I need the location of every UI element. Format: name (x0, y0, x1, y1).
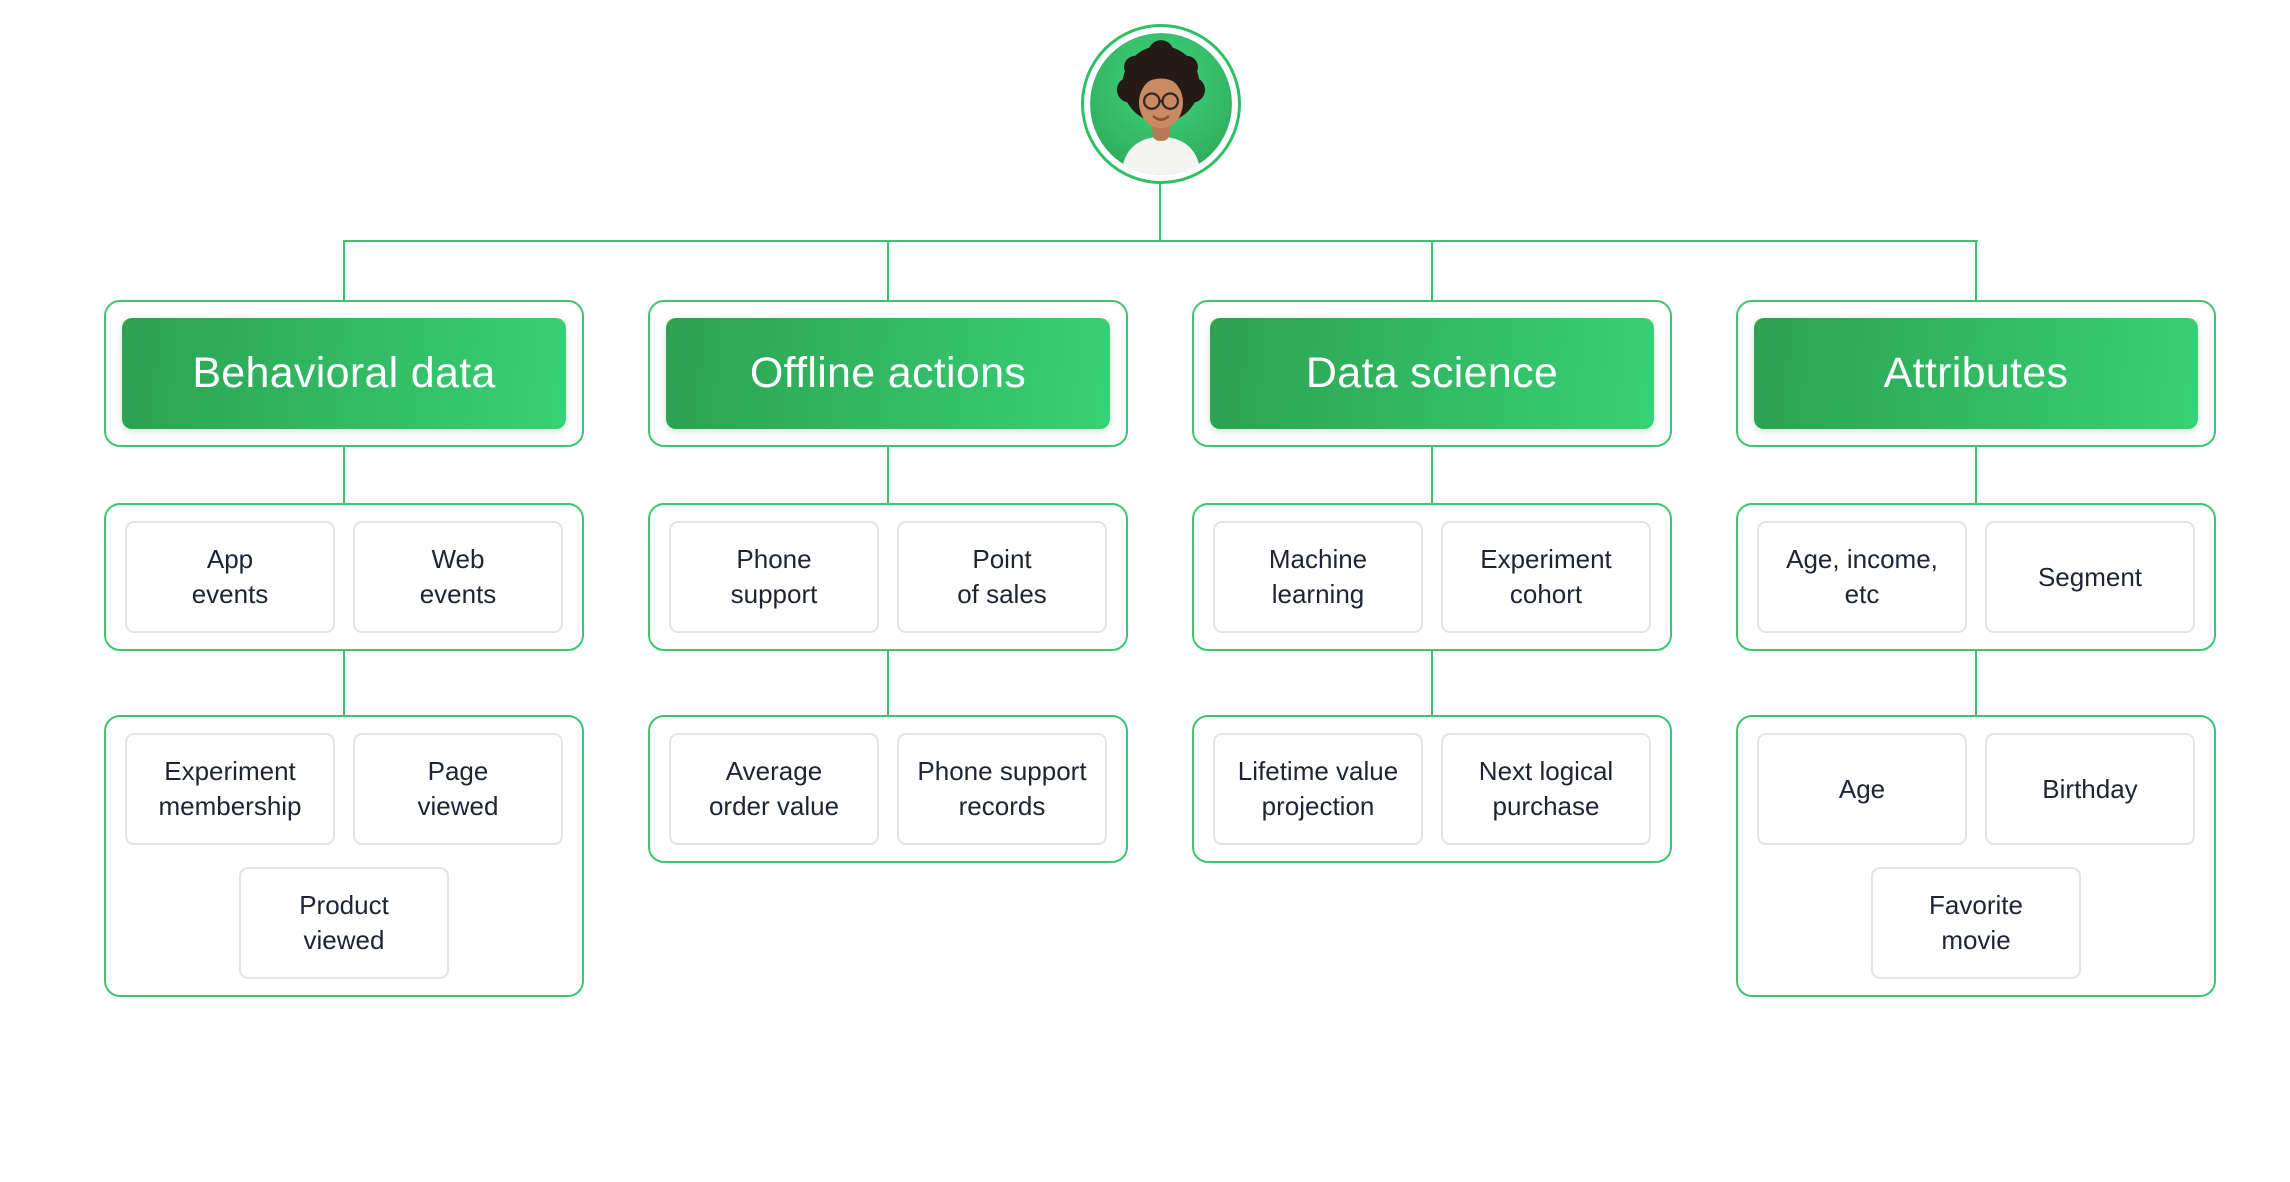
category-header: Offline actions (666, 318, 1110, 429)
node-group: Age, income, etc Segment (1736, 503, 2216, 651)
node-experiment-cohort: Experiment cohort (1441, 521, 1651, 633)
node-birthday: Birthday (1985, 733, 2195, 845)
category-title: Behavioral data (192, 349, 496, 397)
category-title: Offline actions (749, 349, 1027, 397)
connector-line (887, 240, 889, 300)
node-machine-learning: Machine learning (1213, 521, 1423, 633)
node-group: Average order value Phone support record… (648, 715, 1128, 863)
diagram-columns: Behavioral data App events Web events Ex… (104, 240, 2216, 997)
connector-line (887, 651, 889, 715)
category-header: Attributes (1754, 318, 2198, 429)
node-next-logical-purchase: Next logical purchase (1441, 733, 1651, 845)
node-phone-support-records: Phone support records (897, 733, 1107, 845)
node-group: App events Web events (104, 503, 584, 651)
node-phone-support: Phone support (669, 521, 879, 633)
connector-line (343, 447, 345, 503)
category-card-behavioral-data: Behavioral data (104, 300, 584, 447)
connector-line (1975, 651, 1977, 715)
connector-line (887, 447, 889, 503)
node-group: Lifetime value projection Next logical p… (1192, 715, 1672, 863)
node-favorite-movie: Favorite movie (1871, 867, 2081, 979)
category-title: Data science (1305, 349, 1559, 397)
category-card-offline-actions: Offline actions (648, 300, 1128, 447)
column-data-science: Data science Machine learning Experiment… (1192, 240, 1672, 997)
connector-line (1975, 240, 1977, 300)
node-lifetime-value-projection: Lifetime value projection (1213, 733, 1423, 845)
connector-line (1431, 240, 1433, 300)
category-header: Behavioral data (122, 318, 566, 429)
connector-line (1431, 651, 1433, 715)
connector-line (343, 240, 345, 300)
node-age: Age (1757, 733, 1967, 845)
node-product-viewed: Product viewed (239, 867, 449, 979)
node-web-events: Web events (353, 521, 563, 633)
connector-line (344, 240, 1978, 242)
category-title: Attributes (1883, 349, 2069, 397)
connector-line (1159, 184, 1161, 242)
node-app-events: App events (125, 521, 335, 633)
node-group: Machine learning Experiment cohort (1192, 503, 1672, 651)
customer-avatar (1081, 24, 1241, 184)
node-group: Experiment membership Page viewed Produc… (104, 715, 584, 997)
connector-line (1431, 447, 1433, 503)
category-card-data-science: Data science (1192, 300, 1672, 447)
node-experiment-membership: Experiment membership (125, 733, 335, 845)
column-offline-actions: Offline actions Phone support Point of s… (648, 240, 1128, 997)
avatar-image (1090, 33, 1232, 175)
node-average-order-value: Average order value (669, 733, 879, 845)
column-behavioral-data: Behavioral data App events Web events Ex… (104, 240, 584, 997)
node-age-income-etc: Age, income, etc (1757, 521, 1967, 633)
column-attributes: Attributes Age, income, etc Segment Age … (1736, 240, 2216, 997)
connector-line (1975, 447, 1977, 503)
connector-line (343, 651, 345, 715)
category-header: Data science (1210, 318, 1654, 429)
node-group: Phone support Point of sales (648, 503, 1128, 651)
category-card-attributes: Attributes (1736, 300, 2216, 447)
node-point-of-sales: Point of sales (897, 521, 1107, 633)
node-segment: Segment (1985, 521, 2195, 633)
node-group: Age Birthday Favorite movie (1736, 715, 2216, 997)
node-page-viewed: Page viewed (353, 733, 563, 845)
